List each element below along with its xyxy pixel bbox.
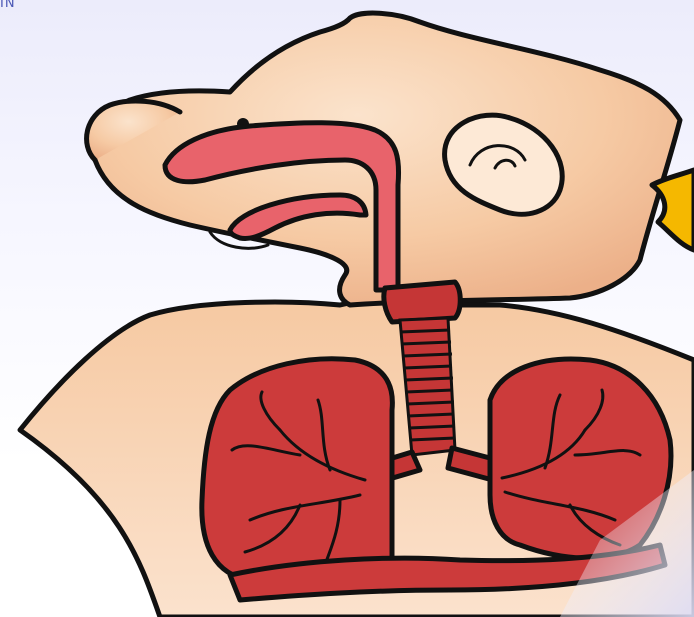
left-lung: [202, 359, 393, 582]
larynx: [384, 282, 460, 322]
hair: [652, 170, 694, 250]
